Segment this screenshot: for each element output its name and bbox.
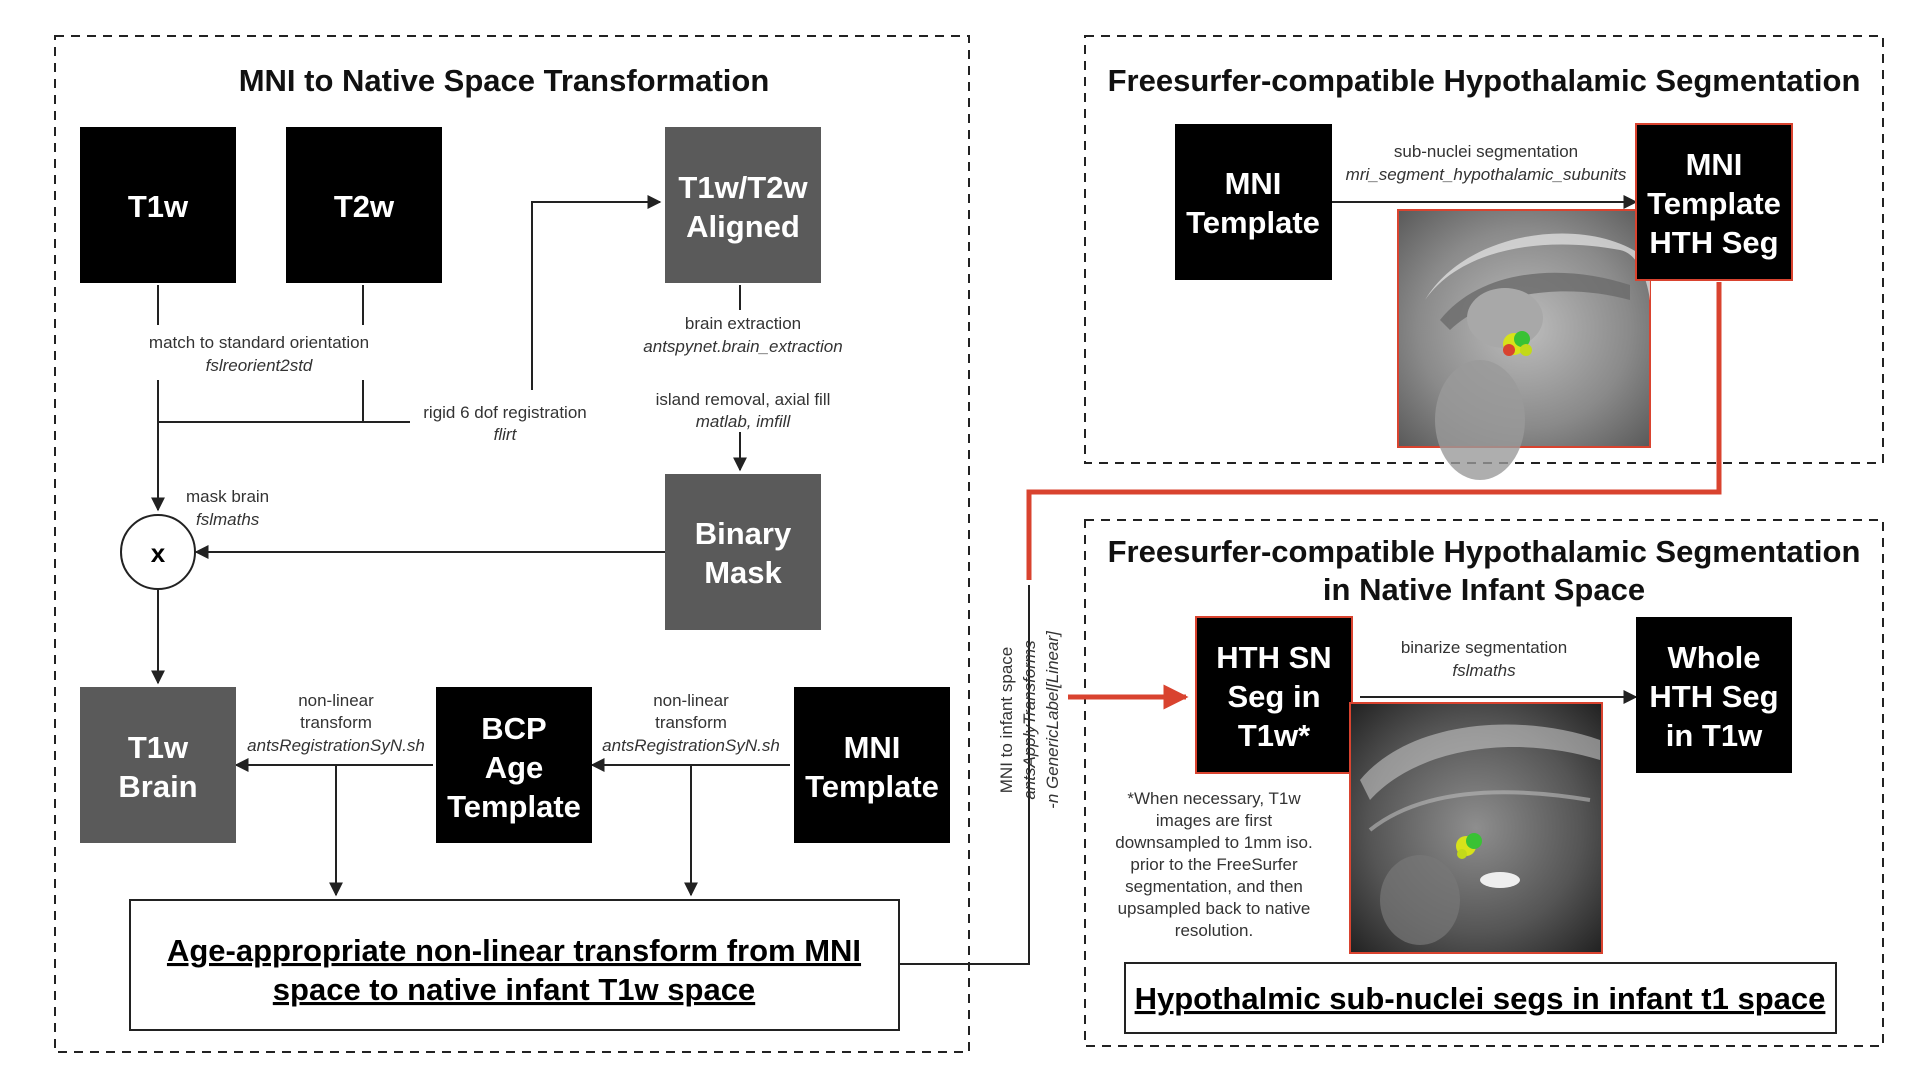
box-mask-line1: Binary (695, 516, 792, 551)
footnote-line: upsampled back to native (1118, 899, 1311, 918)
edge-subnuclei-tool: mri_segment_hypothalamic_subunits (1346, 165, 1627, 184)
box-mni2-line2: Template (1186, 205, 1320, 240)
box-mni-template-right: MNI Template (1175, 124, 1332, 280)
output-final-box: Hypothalmic sub-nuclei segs in infant t1… (1124, 962, 1837, 1034)
edge-nl1-tool: antsRegistrationSyN.sh (247, 736, 425, 755)
edge-tospace-label: MNI to infant space (997, 647, 1016, 793)
multiply-node: x (120, 514, 196, 590)
output-final-label: Hypothalmic sub-nuclei segs in infant t1… (1135, 981, 1826, 1016)
edge-rigid-tool: flirt (494, 425, 518, 444)
top-right-panel-title: Freesurfer-compatible Hypothalamic Segme… (1108, 63, 1861, 98)
box-t2w: T2w (286, 127, 442, 283)
box-whole-line2: HTH Seg (1649, 679, 1778, 714)
edge-rigid-label: rigid 6 dof registration (423, 403, 586, 422)
box-binary-mask: Binary Mask (665, 474, 821, 630)
edge-subnuclei-label: sub-nuclei segmentation (1394, 142, 1578, 161)
box-aligned-line2: Aligned (686, 209, 800, 244)
box-aligned-line1: T1w/T2w (678, 170, 808, 205)
box-t1w-brain: T1w Brain (80, 687, 236, 843)
edge-nl2-line1: non-linear (653, 691, 729, 710)
box-whole-hth-seg-t1w: Whole HTH Seg in T1w (1636, 617, 1792, 773)
edge-brainext-label: brain extraction (685, 314, 801, 333)
left-panel-title: MNI to Native Space Transformation (239, 63, 770, 98)
box-hthsn-line1: HTH SN (1216, 640, 1331, 675)
bottom-right-panel-border (1084, 519, 1884, 1047)
footnote-line: downsampled to 1mm iso. (1115, 833, 1312, 852)
box-t1w-t2w-aligned: T1w/T2w Aligned (665, 127, 821, 283)
footnote-line: segmentation, and then (1125, 877, 1303, 896)
box-brain-line2: Brain (118, 769, 197, 804)
box-bcp-line1: BCP (481, 711, 546, 746)
box-hthseg-line1: MNI (1686, 147, 1743, 182)
edge-binarize-tool: fslmaths (1452, 661, 1516, 680)
box-whole-line1: Whole (1668, 640, 1761, 675)
box-whole-line3: in T1w (1666, 718, 1763, 753)
box-hth-sn-seg-t1w: HTH SN Seg in T1w* (1195, 616, 1353, 774)
box-mask-line2: Mask (704, 555, 782, 590)
box-mni-template-hth-seg: MNI Template HTH Seg (1635, 123, 1793, 281)
edge-orient-tool: fslreorient2std (206, 356, 313, 375)
footnote-line: resolution. (1175, 921, 1253, 940)
footnote-line: prior to the FreeSurfer (1130, 855, 1298, 874)
box-hthsn-line2: Seg in (1227, 679, 1320, 714)
box-hthsn-line3: T1w* (1238, 718, 1311, 753)
edge-maskbrain-tool: fslmaths (196, 510, 260, 529)
multiply-symbol: x (151, 538, 166, 568)
box-mni-line2: Template (805, 769, 939, 804)
edge-binarize-label: binarize segmentation (1401, 638, 1567, 657)
edge-island-tool: matlab, imfill (696, 412, 792, 431)
box-bcp-line2: Age (485, 750, 544, 785)
edge-nl1-line1: non-linear (298, 691, 374, 710)
left-connectors (151, 195, 1030, 965)
box-bcp-age-template: BCP Age Template (436, 687, 592, 843)
box-mni2-line1: MNI (1225, 166, 1282, 201)
box-hthseg-line3: HTH Seg (1649, 225, 1778, 260)
edge-nl2-line2: transform (655, 713, 727, 732)
edge-nl2-tool: antsRegistrationSyN.sh (602, 736, 780, 755)
mri-infant-image (1349, 702, 1603, 954)
footnote: *When necessary, T1w images are first down… (1115, 789, 1312, 940)
edge-labels-left: match to standard orientation fslreorien… (135, 314, 843, 755)
box-mni-template-left: MNI Template (794, 687, 950, 843)
box-brain-line1: T1w (128, 730, 189, 765)
edge-tospace-labels: MNI to infant space antsApplyTransforms … (997, 630, 1062, 809)
edge-island-label: island removal, axial fill (656, 390, 831, 409)
bottom-right-panel-title-line2: in Native Infant Space (1323, 572, 1645, 607)
edge-orient-label: match to standard orientation (149, 333, 369, 352)
footnote-line: images are first (1156, 811, 1272, 830)
red-connectors (1026, 282, 1722, 710)
left-panel-border (54, 35, 970, 1053)
box-t2w-label: T2w (334, 189, 395, 224)
output-transform-line1: Age-appropriate non-linear transform fro… (167, 933, 861, 968)
edge-maskbrain-label: mask brain (186, 487, 269, 506)
edge-nl1-line2: transform (300, 713, 372, 732)
box-hthseg-line2: Template (1647, 186, 1781, 221)
bottom-right-panel-title-line1: Freesurfer-compatible Hypothalamic Segme… (1108, 534, 1861, 569)
edge-tospace-tool2: -n GenericLabel[Linear] (1043, 630, 1062, 809)
box-t1w-label: T1w (128, 189, 189, 224)
box-bcp-line3: Template (447, 789, 581, 824)
mri-template-image (1397, 209, 1651, 480)
right-connectors (1332, 195, 1638, 704)
edge-tospace-tool1: antsApplyTransforms (1020, 640, 1039, 800)
output-transform-box: Age-appropriate non-linear transform fro… (129, 899, 900, 1031)
output-transform-line2: space to native infant T1w space (273, 972, 755, 1007)
footnote-line: *When necessary, T1w (1127, 789, 1301, 808)
box-mni-line1: MNI (844, 730, 901, 765)
box-t1w: T1w (80, 127, 236, 283)
edge-brainext-tool: antspynet.brain_extraction (643, 337, 842, 356)
